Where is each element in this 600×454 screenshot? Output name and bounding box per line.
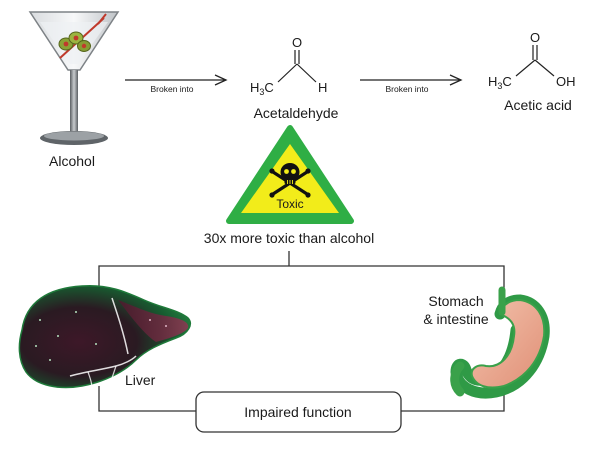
acetic-acid-label: Acetic acid <box>504 97 572 113</box>
liver-icon <box>18 284 192 389</box>
acetaldehyde-h: H <box>318 80 327 95</box>
impaired-function-box <box>195 391 402 433</box>
toxic-warning-sign-icon <box>226 125 354 224</box>
stomach-label-line1: Stomach <box>428 293 483 309</box>
acetic-acid-structure: H3C O OH <box>488 30 576 91</box>
skull-crossbones-icon <box>269 163 311 198</box>
broken-into-label-2: Broken into <box>386 84 429 94</box>
acetic-acid-oh: OH <box>556 74 576 89</box>
martini-glass-icon <box>28 11 120 145</box>
alcohol-label: Alcohol <box>49 153 95 169</box>
toxic-label: Toxic <box>276 197 303 211</box>
toxicity-note: 30x more toxic than alcohol <box>204 230 374 246</box>
acetic-acid-o: O <box>530 30 540 45</box>
acetic-acid-h3c: H3C <box>488 74 512 91</box>
liver-label: Liver <box>125 372 156 388</box>
impaired-function-label: Impaired function <box>244 404 351 420</box>
acetaldehyde-o: O <box>292 35 302 50</box>
acetaldehyde-h3c: H3C <box>250 80 274 97</box>
stomach-intestine-icon <box>450 286 550 399</box>
acetaldehyde-label: Acetaldehyde <box>254 105 339 121</box>
acetaldehyde-structure: H3C O H <box>250 35 327 97</box>
stomach-label-line2: & intestine <box>423 311 489 327</box>
broken-into-label: Broken into <box>151 84 194 94</box>
